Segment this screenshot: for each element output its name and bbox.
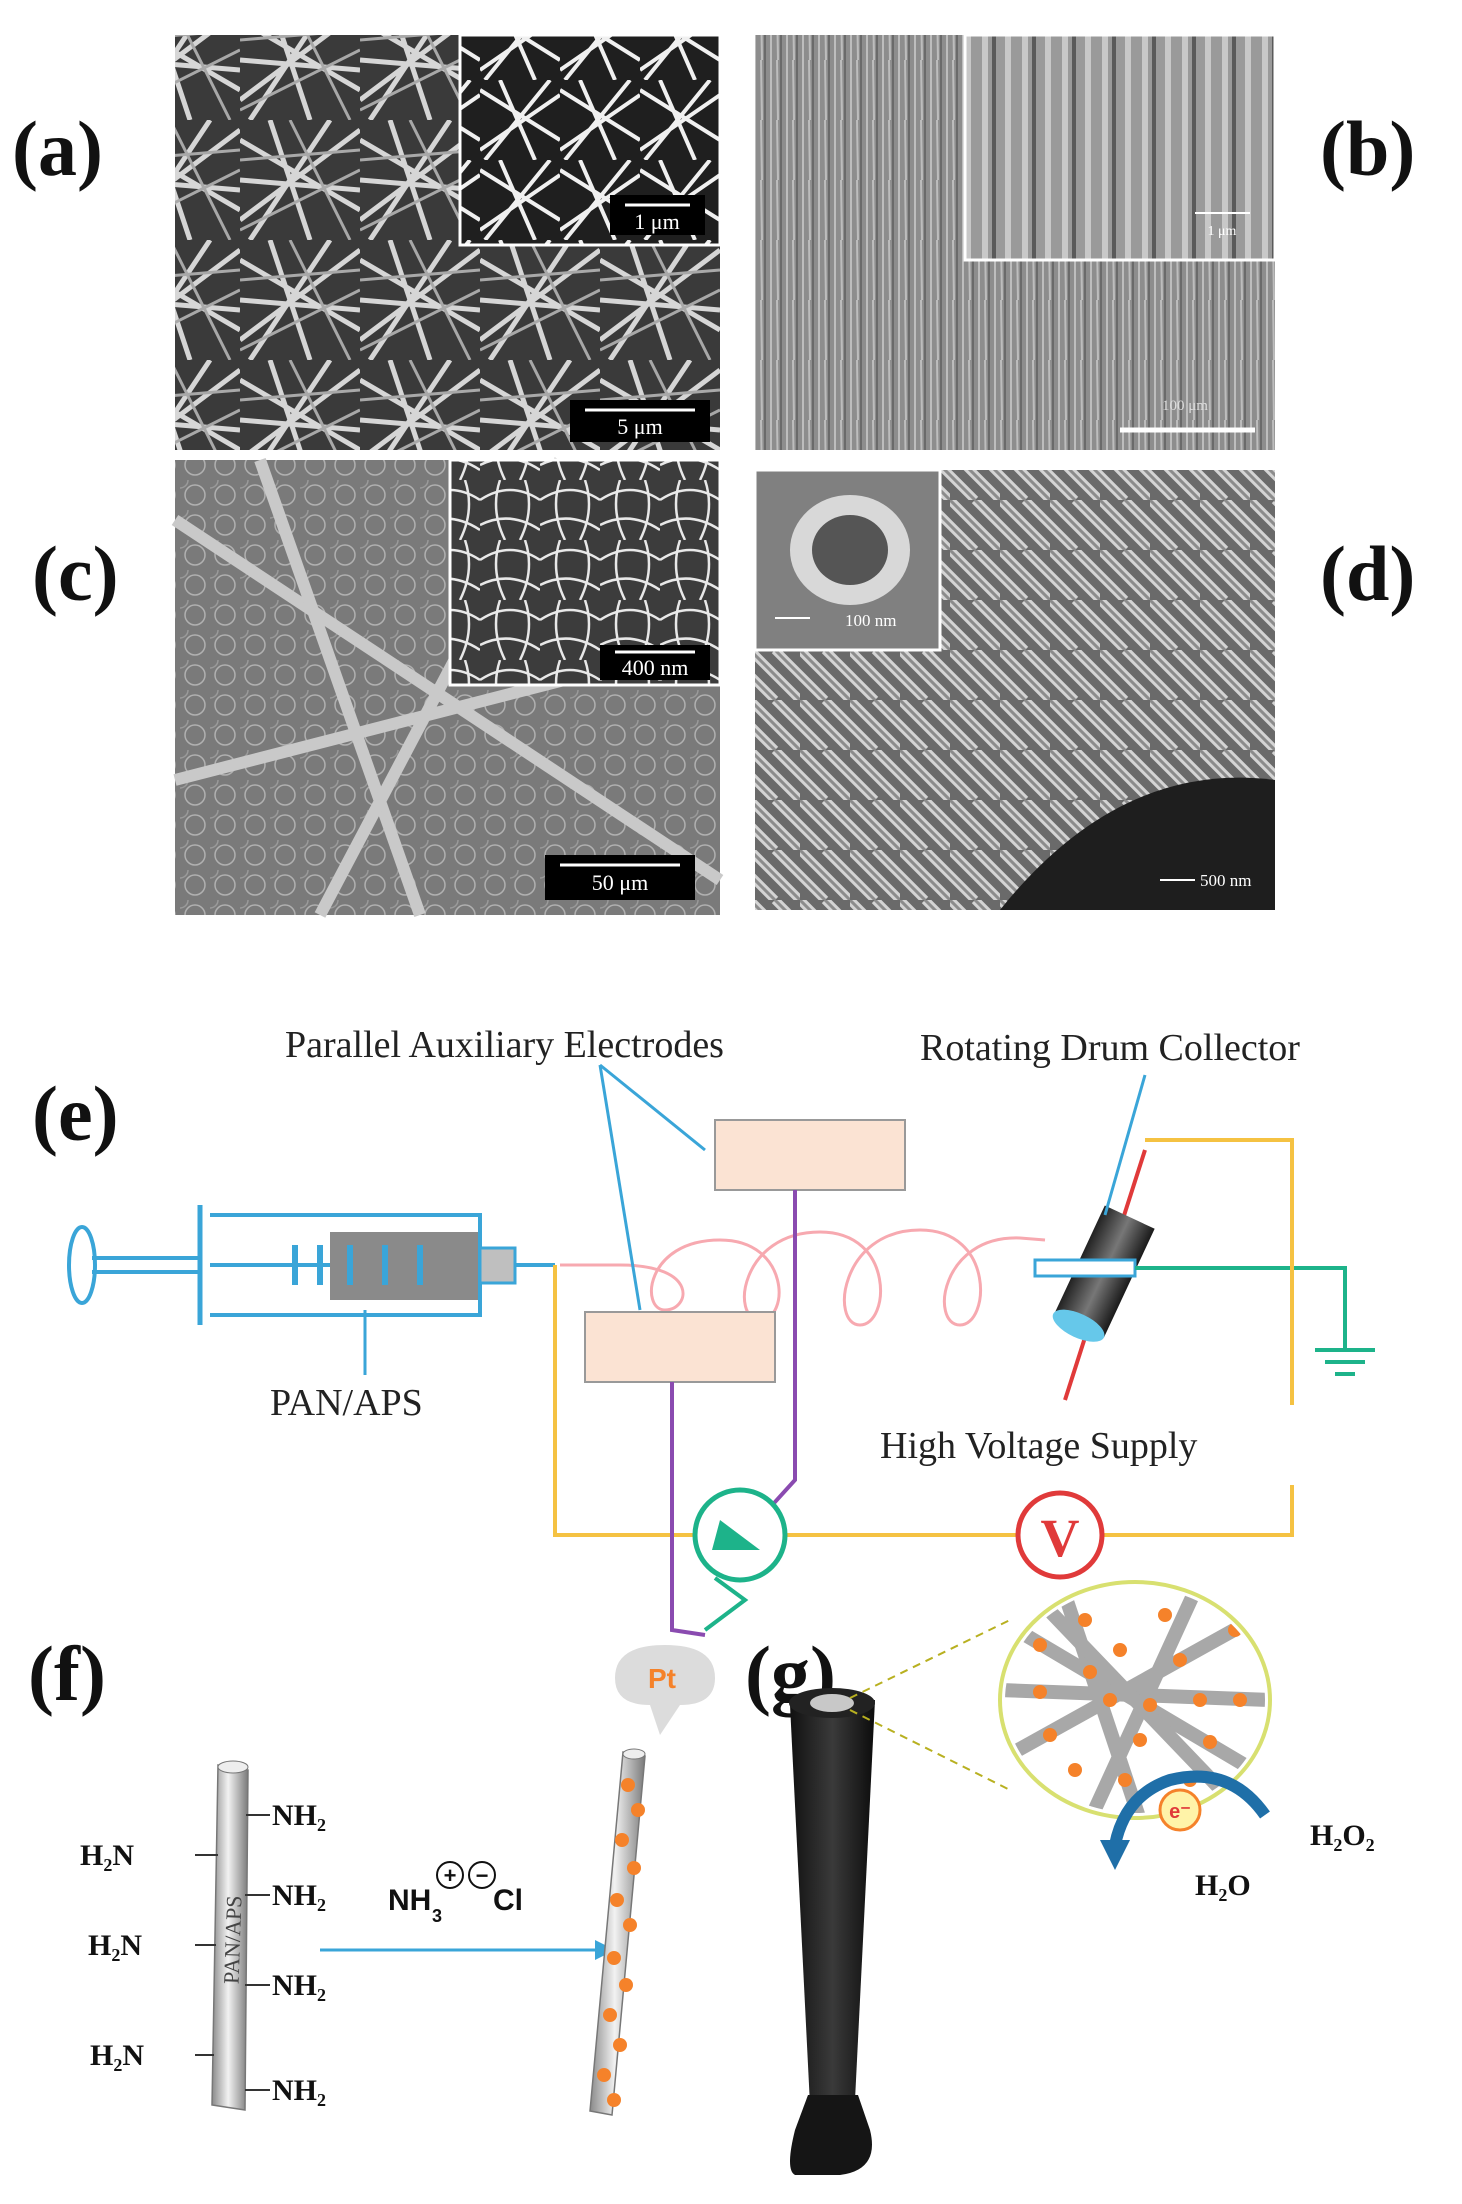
ammeter-lead — [703, 1576, 749, 1632]
zoom-line-bottom — [849, 1709, 1011, 1791]
panel-c: (c) 400 nm 50 μm — [32, 457, 724, 918]
fiber-top — [217, 1760, 249, 1774]
plus-charge — [436, 1861, 464, 1889]
pt-label: Pt — [648, 1663, 676, 1694]
drum-shaft — [1033, 1258, 1137, 1278]
amine-r1: NH₂ — [272, 1799, 326, 1832]
amine-l3: H₂N — [90, 2039, 144, 2072]
scale-text-inset-c: 400 nm — [622, 655, 689, 680]
electrodes-pointer-bottom — [598, 1064, 642, 1311]
amine-l2: H₂N — [88, 1929, 142, 1962]
scale-box-c — [545, 855, 695, 900]
h2o2-label: H₂O₂ — [1310, 1819, 1375, 1852]
pt-speech-bubble — [615, 1645, 715, 1735]
scale-box-inset-a — [610, 195, 705, 235]
reagent-nh: NH — [388, 1884, 431, 1917]
electrodes-pointer-top — [599, 1063, 706, 1152]
substrate-d — [1000, 777, 1275, 910]
zoom-line-top — [849, 1619, 1011, 1699]
chloride: Cl — [493, 1884, 523, 1917]
panel-a: (a) 1 μm 5 μm — [12, 33, 722, 450]
scale-text-c: 50 μm — [592, 870, 648, 895]
electrode-disk — [810, 1694, 854, 1712]
scale-box-a — [570, 400, 710, 442]
pan-aps-fiber: PAN/APS NH₂ NH₂ NH₂ NH₂ H₂N H₂N H₂N — [80, 1760, 326, 2111]
collector-label: Rotating Drum Collector — [920, 1027, 1300, 1069]
plus-charge-symbol: + — [444, 1863, 457, 1888]
ground-wire — [1135, 1266, 1347, 1350]
drum-end — [1052, 1309, 1105, 1342]
electrodes-label: Parallel Auxiliary Electrodes — [285, 1024, 724, 1066]
panel-d: 100 nm 500 nm (d) — [753, 468, 1415, 910]
h2o-label: H₂O — [1195, 1869, 1251, 1902]
scale-text-d: 500 nm — [1200, 871, 1251, 890]
panel-c-label: (c) — [32, 530, 119, 617]
minus-charge — [468, 1861, 496, 1889]
electron-arrowhead — [1100, 1840, 1130, 1870]
scale-text-a: 5 μm — [617, 414, 662, 439]
pt-network-fibers — [1005, 1587, 1265, 1813]
reaction-arrow: NH 3 + − Cl — [320, 1861, 615, 1960]
supply-label-bg — [870, 1405, 1295, 1485]
collector-pointer — [1103, 1074, 1147, 1216]
purple-wire-bottom — [670, 1382, 706, 1637]
panel-e: (e) PAN/APS Parall — [32, 1024, 1375, 1637]
syringe: PAN/APS — [67, 1205, 555, 1424]
syringe-hub — [478, 1246, 517, 1285]
scale-text-inset-d: 100 nm — [845, 611, 896, 630]
panel-d-label: (d) — [1320, 530, 1415, 617]
polymer-jet — [560, 1228, 1046, 1327]
electron-label: e⁻ — [1169, 1801, 1191, 1823]
voltmeter — [1015, 1490, 1105, 1580]
amine-r3: NH₂ — [272, 1969, 326, 2002]
plunger-cap — [67, 1225, 97, 1305]
pt-fiber-top — [622, 1748, 646, 1760]
panel-b: 1 μm 100 μm (b) — [755, 33, 1415, 450]
pt-particles — [597, 1778, 645, 2107]
minus-charge-symbol: − — [476, 1863, 489, 1888]
scale-text-inset-a: 1 μm — [634, 209, 679, 234]
electron-badge — [1158, 1788, 1202, 1832]
reagent-sub: 3 — [432, 1906, 442, 1926]
pan-aps-solution — [330, 1232, 478, 1300]
main-circuit-wire — [553, 1138, 1294, 1537]
auxiliary-electrode-top — [714, 1119, 906, 1191]
amine-r2: NH₂ — [272, 1879, 326, 1912]
panel-f-label: (f) — [28, 1630, 106, 1717]
voltmeter-symbol: V — [1041, 1508, 1080, 1568]
fiber-label: PAN/APS — [218, 1895, 246, 1984]
auxiliary-electrode-bottom — [584, 1311, 776, 1383]
tube-hollow-d — [812, 515, 888, 585]
pt-network-zoom — [998, 1580, 1272, 1820]
scale-text-b: 100 μm — [1162, 398, 1208, 414]
pt-decorated-fiber: Pt — [589, 1645, 715, 2116]
sem-inset-b — [963, 33, 1277, 262]
ammeter-symbol — [712, 1520, 760, 1550]
panel-f: (f) PAN/APS NH₂ NH₂ NH₂ NH₂ H₂N H₂N H₂N … — [28, 1630, 715, 2116]
solution-label: PAN/APS — [270, 1382, 423, 1424]
amine-r4: NH₂ — [272, 2074, 326, 2107]
supply-label: High Voltage Supply — [880, 1425, 1197, 1467]
panel-g: (g) — [745, 1580, 1375, 2175]
electrode-rod — [790, 1700, 875, 2105]
panel-a-label: (a) — [12, 105, 103, 192]
scale-text-inset-b: 1 μm — [1208, 224, 1237, 239]
amine-l1: H₂N — [80, 1839, 134, 1872]
electrode-base — [790, 2095, 872, 2175]
panel-b-label: (b) — [1320, 105, 1415, 192]
panel-e-label: (e) — [32, 1070, 119, 1157]
electron-arrow — [1109, 1770, 1270, 1847]
